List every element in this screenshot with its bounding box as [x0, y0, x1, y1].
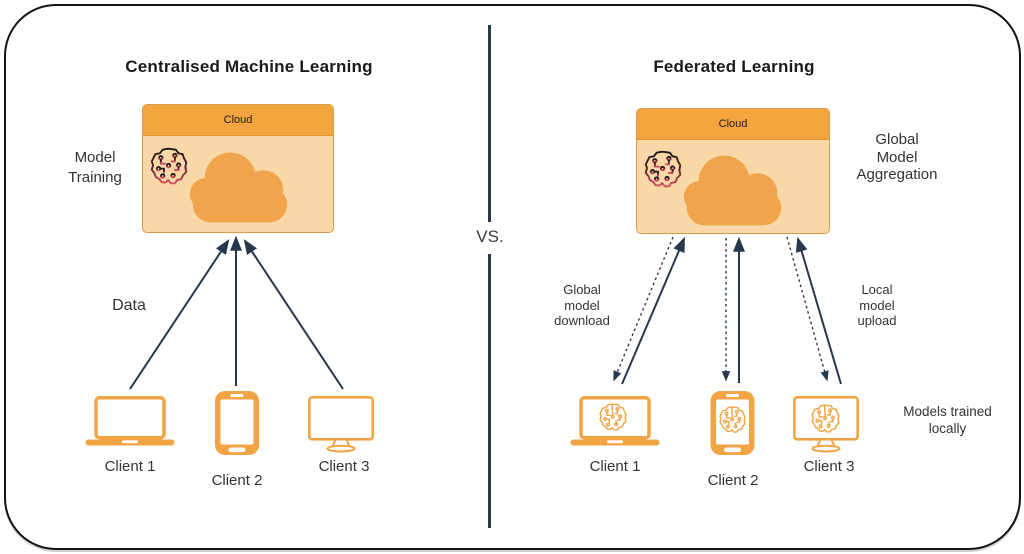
phone-icon	[214, 390, 260, 456]
models-trained-locally-label: Models trained locally	[903, 404, 992, 436]
left-cloud-box: Cloud	[142, 104, 334, 233]
right-client2-label: Client 2	[707, 472, 759, 489]
local-model-brain-icon	[810, 402, 841, 435]
cloud-icon	[675, 148, 793, 228]
left-client3-label: Client 3	[318, 458, 370, 475]
left-cloud-box-body	[143, 136, 333, 232]
right-cloud-box: Cloud	[636, 108, 830, 234]
left-client1-label: Client 1	[104, 458, 156, 475]
local-model-upload-label: Local model upload	[857, 282, 897, 328]
local-model-brain-icon	[598, 401, 628, 433]
diagram-frame	[4, 4, 1021, 550]
monitor-icon	[308, 396, 374, 453]
cloud-icon	[181, 145, 299, 225]
model-training-label: Model Training	[68, 149, 122, 186]
right-cloud-box-body	[637, 140, 829, 233]
global-model-aggregation-label: Global Model Aggregation	[856, 131, 938, 183]
data-label: Data	[112, 297, 146, 314]
vs-label: VS.	[468, 227, 512, 247]
laptop-icon	[85, 396, 175, 446]
center-divider-top	[488, 25, 491, 222]
left-cloud-box-title: Cloud	[143, 105, 333, 136]
right-client3-label: Client 3	[803, 458, 855, 475]
right-cloud-box-title: Cloud	[637, 109, 829, 140]
left-client2-label: Client 2	[211, 472, 263, 489]
right-panel-title: Federated Learning	[653, 57, 815, 76]
left-panel-title: Centralised Machine Learning	[125, 57, 373, 76]
center-divider-bottom	[488, 254, 491, 528]
right-client1-label: Client 1	[589, 458, 641, 475]
global-model-download-label: Global model download	[554, 282, 610, 328]
local-model-brain-icon	[718, 404, 747, 435]
